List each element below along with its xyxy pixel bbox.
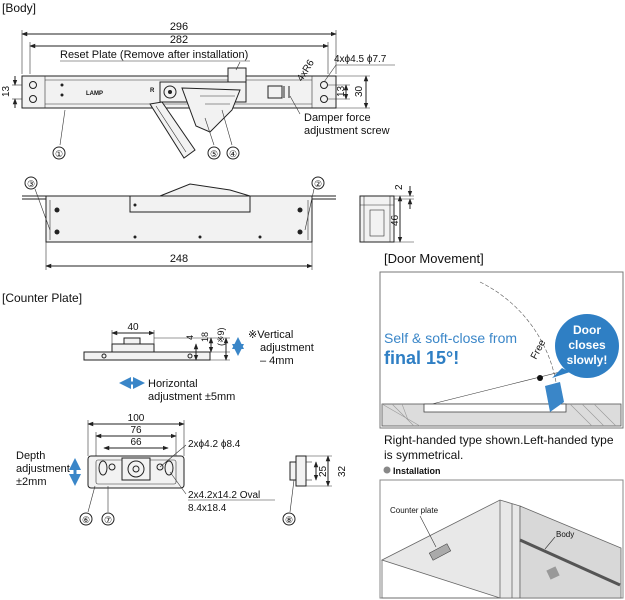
counter-plate-plan-view bbox=[87, 455, 185, 489]
damper-label-2: adjustment screw bbox=[304, 125, 390, 137]
dim-13-left: 13 bbox=[1, 85, 12, 97]
callout-8: ⑧ bbox=[285, 515, 293, 525]
svg-text:R: R bbox=[150, 88, 155, 94]
installation-illustration bbox=[379, 479, 624, 599]
mount-hole bbox=[320, 95, 328, 103]
dim-40: 40 bbox=[127, 322, 139, 333]
install-body-label: Body bbox=[556, 530, 574, 539]
body-end-view bbox=[359, 195, 395, 243]
final-15-text: final 15°! bbox=[384, 348, 459, 368]
horizontal-label-2: adjustment ±5mm bbox=[148, 391, 235, 403]
section-counter-plate-title: [Counter Plate] bbox=[2, 291, 82, 305]
roller-icon bbox=[127, 460, 145, 478]
oval-label-2: 8.4x18.4 bbox=[188, 503, 227, 514]
closing-arrow-icon bbox=[545, 382, 564, 412]
counter-plate-side-view bbox=[83, 337, 211, 361]
callout-5: ⑤ bbox=[210, 149, 218, 159]
damper-label-1: Damper force bbox=[304, 112, 371, 124]
depth-label-3: ±2mm bbox=[16, 476, 46, 488]
lever-arm bbox=[149, 101, 196, 159]
dim-76: 76 bbox=[130, 425, 142, 436]
body-top-view: LAMP R bbox=[21, 67, 337, 159]
lamp-logo: LAMP bbox=[86, 91, 103, 97]
dim-282: 282 bbox=[170, 34, 188, 46]
callout-3: ③ bbox=[27, 179, 35, 189]
dim-18: 18 bbox=[200, 332, 210, 342]
dim-13-right: 13 bbox=[336, 85, 347, 97]
reset-plate bbox=[227, 67, 247, 83]
oval-label-1: 2x4.2x14.2 Oval bbox=[188, 490, 260, 501]
dim-4: 4 bbox=[185, 335, 195, 340]
self-close-text: Self & soft-close from bbox=[384, 330, 517, 346]
callout-2: ② bbox=[314, 179, 322, 189]
dim-248: 248 bbox=[170, 253, 188, 265]
install-counter-plate-label: Counter plate bbox=[390, 506, 439, 515]
body-dimension-282: 282 bbox=[29, 34, 329, 74]
adjust-wheel-icon bbox=[163, 85, 177, 99]
caption-line-1: Right-handed type shown.Left-handed type bbox=[384, 433, 614, 447]
mount-hole bbox=[29, 95, 37, 103]
oval-hole bbox=[164, 460, 174, 476]
dim-296: 296 bbox=[170, 21, 188, 33]
section-installation-title: Installation bbox=[393, 466, 441, 476]
section-body-title: [Body] bbox=[2, 1, 36, 15]
dim-30: 30 bbox=[354, 85, 365, 97]
callout-1: ① bbox=[55, 149, 63, 159]
damper-screw bbox=[267, 85, 283, 99]
roller-side-view bbox=[289, 455, 312, 487]
reset-plate-label: Reset Plate (Remove after installation) bbox=[60, 49, 248, 61]
callout-7: ⑦ bbox=[104, 515, 112, 525]
depth-label-1: Depth bbox=[16, 450, 45, 462]
depth-label-2: adjustment bbox=[16, 463, 70, 475]
dim-9: (※9) bbox=[216, 327, 226, 346]
callout-6: ⑥ bbox=[82, 515, 90, 525]
bullet-icon bbox=[383, 466, 391, 474]
section-door-movement-title: [Door Movement] bbox=[384, 251, 484, 266]
oval-hole bbox=[98, 460, 108, 476]
vertical-label-1: ※Vertical bbox=[248, 329, 293, 341]
dim-46: 46 bbox=[390, 214, 401, 226]
horizontal-label-1: Horizontal bbox=[148, 378, 198, 390]
dim-2: 2 bbox=[394, 184, 405, 190]
callout-4: ④ bbox=[229, 149, 237, 159]
vertical-label-3: – 4mm bbox=[260, 355, 294, 367]
round-hole bbox=[156, 463, 164, 471]
vertical-label-2: adjustment bbox=[260, 342, 314, 354]
holes-label: 4xϕ4.5 ϕ7.7 bbox=[334, 54, 387, 65]
dim-32: 32 bbox=[337, 465, 348, 477]
pivot-dot bbox=[537, 375, 543, 381]
bubble-line-1: Door bbox=[573, 323, 601, 337]
caption-line-2: is symmetrical. bbox=[384, 448, 463, 462]
dim-25: 25 bbox=[318, 465, 329, 477]
round-hole bbox=[108, 463, 116, 471]
body-dimension-296: 296 bbox=[21, 21, 337, 74]
body-side-view bbox=[22, 183, 336, 243]
door-closes-bubble: Door closes slowly! bbox=[552, 314, 619, 378]
bubble-line-2: closes bbox=[568, 338, 606, 352]
round-holes-label: 2xϕ4.2 ϕ8.4 bbox=[188, 439, 241, 450]
dim-66: 66 bbox=[130, 437, 142, 448]
mount-hole bbox=[29, 81, 37, 89]
dim-100: 100 bbox=[128, 413, 145, 424]
bubble-line-3: slowly! bbox=[567, 353, 608, 367]
damper-body bbox=[181, 87, 241, 133]
